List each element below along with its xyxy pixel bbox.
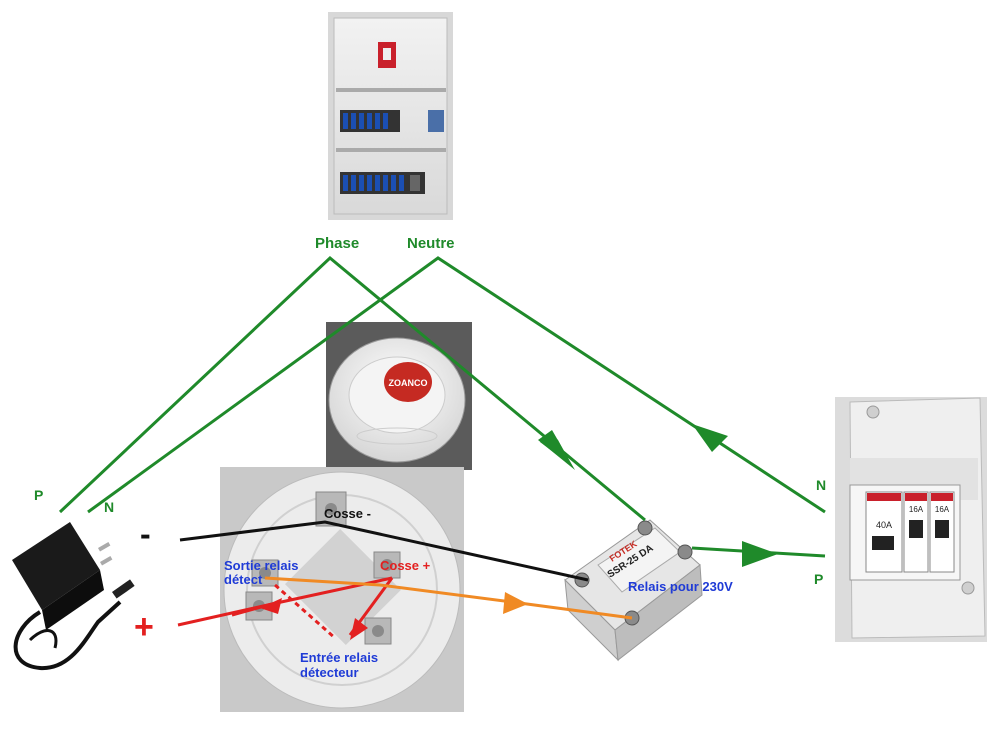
breaker-row-1 (340, 110, 444, 132)
black-wire (179, 520, 589, 582)
label-relais-230v: Relais pour 230V (628, 579, 733, 594)
label-minus: - (140, 516, 151, 552)
power-adapter (12, 522, 135, 671)
label-cosse-plus: Cosse + (380, 558, 431, 573)
breaker-main-rating: 40A (876, 520, 892, 530)
smoke-detector-photo: ZOANCO (326, 322, 472, 470)
label-neutre: Neutre (407, 235, 455, 252)
arrow-right-icon (742, 541, 778, 567)
label-p-right: P (814, 571, 823, 587)
label-plus: + (134, 608, 154, 646)
breaker-b-rating: 16A (935, 505, 950, 514)
label-sortie-relais-1: Sortie relais (224, 558, 298, 573)
arrow-down-icon (538, 430, 575, 470)
label-p-left: P (34, 487, 43, 503)
label-entree-relais-2: détecteur (300, 665, 359, 680)
label-n-right: N (816, 477, 826, 493)
label-sortie-relais-2: détect (224, 572, 263, 587)
green-arrows (538, 424, 778, 567)
label-phase: Phase (315, 235, 359, 252)
electrical-panel-top (328, 12, 453, 220)
breaker-a-rating: 16A (909, 505, 924, 514)
orange-wire (264, 576, 633, 620)
solid-state-relay: FOTEK SSR-25 DA (564, 519, 703, 662)
breaker-panel-right: 40A 16A 16A (835, 397, 987, 642)
label-entree-relais-1: Entrée relais (300, 650, 378, 665)
arrow-right-icon (503, 592, 528, 614)
label-n-left: N (104, 499, 114, 515)
detector-brand: ZOANCO (389, 378, 428, 388)
phase-wire (58, 255, 646, 522)
label-cosse-minus: Cosse - (324, 506, 371, 521)
red-arrows (260, 598, 368, 640)
breaker-row-2 (340, 172, 425, 194)
arrow-up-icon (692, 424, 728, 452)
